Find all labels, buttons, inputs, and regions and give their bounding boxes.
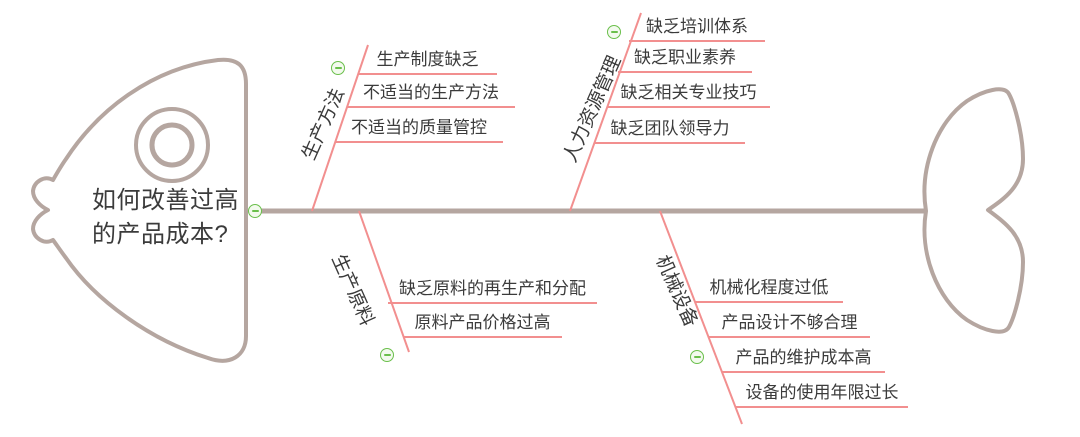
cause-item[interactable]: 缺乏培训体系: [629, 15, 765, 42]
branch-bone-production-method: [311, 44, 369, 212]
collapse-minus-icon-production-method[interactable]: [331, 61, 345, 75]
problem-node[interactable]: 如何改善过高的产品成本?: [92, 187, 239, 248]
fish-tail-shape: [922, 87, 1025, 334]
collapse-minus-icon-spine[interactable]: [248, 204, 262, 218]
branch-bone-machinery: [659, 210, 743, 425]
branch-bone-raw-materials: [358, 210, 410, 353]
fish-eye-outer-shape: [134, 107, 210, 183]
branch-bone-hr-management: [569, 12, 642, 212]
cause-item[interactable]: 设备的使用年限过长: [736, 381, 908, 408]
cause-item[interactable]: 生产制度缺乏: [358, 48, 497, 75]
cause-item[interactable]: 不适当的质量管控: [335, 116, 503, 143]
cause-item[interactable]: 机械化程度过低: [695, 276, 843, 303]
cause-item[interactable]: 缺乏原料的再生产和分配: [388, 277, 597, 304]
cause-item[interactable]: 产品设计不够合理: [709, 311, 870, 338]
fish-eye-inner-shape: [149, 122, 195, 168]
collapse-minus-icon-raw-materials[interactable]: [380, 348, 394, 362]
cause-item[interactable]: 缺乏团队领导力: [595, 117, 745, 144]
fish-head-shape: [31, 57, 248, 363]
cause-item[interactable]: 缺乏职业素养: [618, 46, 752, 73]
cause-item[interactable]: 产品的维护成本高: [722, 346, 885, 373]
collapse-minus-icon-hr-management[interactable]: [607, 25, 621, 39]
cause-item[interactable]: 不适当的生产方法: [347, 81, 515, 108]
cause-item[interactable]: 原料产品价格过高: [403, 311, 562, 338]
cause-item[interactable]: 缺乏相关专业技巧: [607, 81, 770, 108]
collapse-minus-icon-machinery[interactable]: [690, 350, 704, 364]
